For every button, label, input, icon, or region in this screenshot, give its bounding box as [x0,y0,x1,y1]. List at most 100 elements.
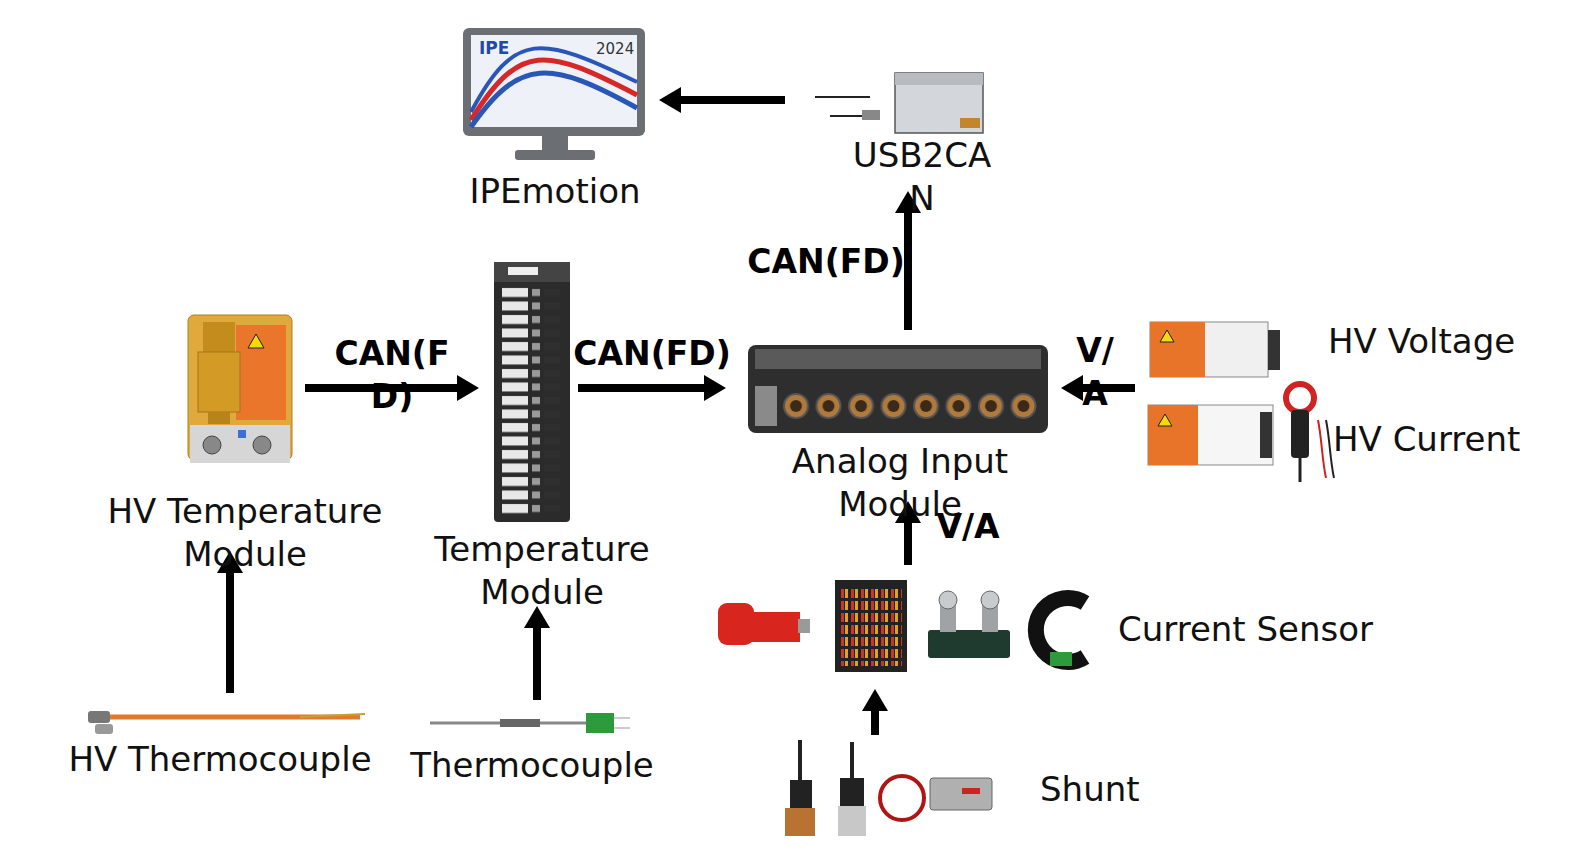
edge-label: V/A [923,505,1013,548]
signal-arrow [533,627,541,700]
monitor-base [515,150,595,160]
current-clamp [1286,384,1314,412]
sticker [238,430,246,438]
screen-label: IPE [479,38,509,58]
analog-module-illustration [748,345,1048,433]
monitor-illustration [463,28,645,160]
signal-arrow [904,212,912,330]
component-node: Current Sensor [712,575,1380,675]
signal-arrow [305,384,458,392]
component-node: HV VoltageHV Current [1140,318,1530,483]
tc-connector [88,711,110,723]
shunt-tag [962,788,980,794]
hv-plug [198,352,240,412]
monitor-stand [542,136,568,152]
temperature-module-illustration [494,262,570,522]
connector-row [780,386,1040,428]
screen-curve [471,60,637,120]
shunt-housing [840,778,864,806]
screen-curve [471,73,637,127]
component-node: HV Temperature Module [185,305,295,550]
component-node: USB2CAN [812,65,985,190]
shunt-stud [939,591,957,609]
current-sensor-illustration [718,580,1085,672]
node-caption: USB2CAN [850,134,995,220]
tc-connector [95,724,113,734]
signal-arrow [1082,384,1135,392]
hv-plug [208,412,230,424]
clamp-connector [798,619,810,633]
usb-can-port [960,118,980,128]
thermocouple-illustration [430,713,630,733]
component-node: Shunt [775,735,1140,840]
fuse-row [840,588,902,666]
warning-sign [1160,330,1174,342]
usb-can-top [895,73,983,85]
component-node: Thermocouple [420,705,650,790]
component-node: IPEmotion [463,28,645,160]
module-front [190,425,290,463]
module-endcap [755,386,777,426]
sensor-terminal [1050,652,1072,666]
warning-sign [1158,414,1172,426]
tc-pin [614,717,630,719]
hv-voltage-panel [1150,322,1205,377]
usb-cable [815,96,870,98]
node-caption: Shunt [1040,768,1170,811]
node-caption: IPEmotion [425,170,685,213]
signal-arrow [871,710,879,735]
tc-plug [586,713,614,733]
shunt-plate [838,806,866,836]
component-node: HV Thermocouple [80,700,380,785]
hv-temperature-module-illustration [188,315,292,463]
module-cap [494,262,570,282]
probe-wire [1318,420,1326,478]
node-caption: Current Sensor [1118,608,1388,651]
edge-label: CAN(FD) [330,332,455,418]
edge-label: CAN(FD) [739,240,914,283]
component-node: Temperature Module [492,262,572,600]
tc-sleeve [500,719,540,727]
hv-current-end [1260,412,1272,458]
module-body [494,262,570,522]
node-caption: Thermocouple [397,744,667,787]
module-panel [236,325,286,420]
red-clamp [745,612,800,642]
shunt-plate [785,808,815,836]
module-top [755,349,1041,369]
shunt-housing [790,780,812,808]
shunt-box [930,778,992,810]
fuse-box [835,580,907,672]
monitor-frame [463,28,645,136]
probe-wire [1326,420,1334,478]
usb-plug [862,110,880,120]
signal-arrow [578,384,705,392]
shunt-block [928,630,1010,658]
socket [253,436,271,454]
signal-arrow [680,96,785,104]
hv-current-panel [1148,405,1198,465]
module-body [748,345,1048,433]
monitor-screen [471,35,637,127]
tc-wire [300,714,365,717]
hv-current-box [1148,405,1273,465]
node-caption: HV Temperature Module [95,490,395,576]
shunt-illustration [785,740,992,836]
edge-label: V/A [1070,329,1120,415]
tc-pin [614,727,630,729]
signal-arrow [904,522,912,565]
hv-sensor-illustration [1148,322,1334,482]
node-caption: Temperature Module [412,528,672,614]
component-node: Analog Input Module [748,340,1048,500]
signal-arrow [226,572,234,693]
node-caption: Analog Input Module [770,440,1030,526]
warning-sign [248,334,264,348]
hv-plug [203,322,235,352]
edge-label: CAN(FD) [565,332,740,375]
socket-rows [498,286,566,516]
hv-voltage-end [1268,330,1280,370]
clamp-handle [1291,410,1309,458]
node-caption: HV Current [1333,418,1548,461]
